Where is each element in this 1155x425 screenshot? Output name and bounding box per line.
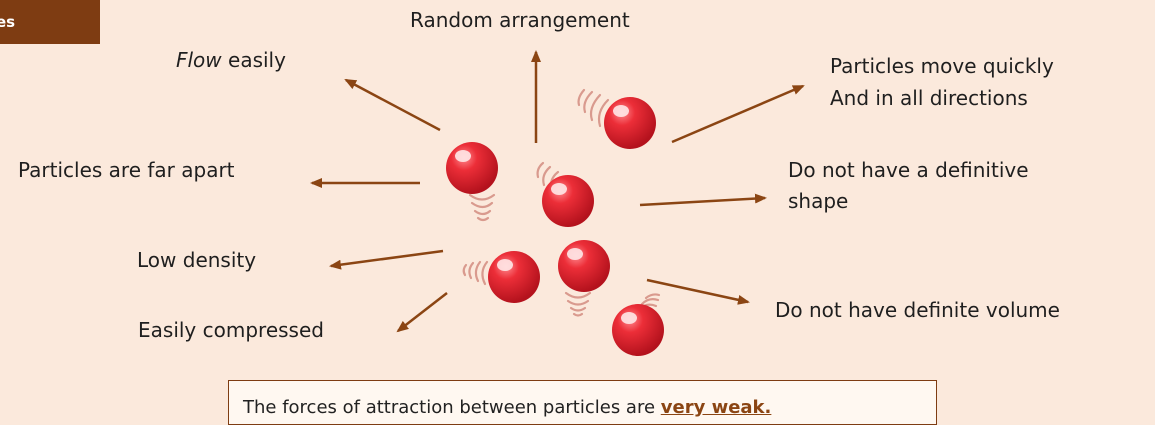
label-flow-easily: Flow easily (176, 48, 286, 72)
label-particles-move: Particles move quickly (830, 54, 1054, 78)
particle-6 (612, 304, 664, 356)
particle-5 (558, 240, 610, 292)
highlight-3 (551, 183, 567, 195)
label-far-apart: Particles are far apart (18, 158, 235, 182)
arrow-flow (346, 80, 440, 130)
motion-lines-4 (464, 262, 487, 284)
label-low-density: Low density (137, 248, 256, 272)
highlight-5 (567, 248, 583, 260)
label-no-volume: Do not have definite volume (775, 298, 1060, 322)
forces-note-text: The forces of attraction between particl… (243, 397, 661, 418)
arrow-volume (647, 280, 748, 302)
motion-lines-5 (566, 293, 590, 316)
motion-lines-2 (470, 195, 494, 220)
highlight-4 (497, 259, 513, 271)
highlight-1 (613, 105, 629, 117)
forces-note-emphasis: very weak. (661, 397, 772, 418)
label-all-directions: And in all directions (830, 86, 1028, 110)
label-random-arrangement: Random arrangement (410, 8, 630, 32)
arrow-shape (640, 198, 765, 205)
arrow-compressed (398, 293, 447, 331)
label-flow-emphasis: Flow (176, 48, 222, 72)
highlight-2 (455, 150, 471, 162)
highlight-6 (621, 312, 637, 324)
arrow-density (331, 251, 443, 266)
label-easily-compressed: Easily compressed (138, 318, 324, 342)
particle-2 (446, 142, 498, 194)
arrow-move (672, 86, 803, 142)
forces-note: The forces of attraction between particl… (228, 380, 937, 425)
particle-4 (488, 251, 540, 303)
particle-1 (604, 97, 656, 149)
label-no-shape-line2: shape (788, 189, 848, 213)
label-no-shape-line1: Do not have a definitive (788, 158, 1029, 182)
particle-3 (542, 175, 594, 227)
label-flow-rest: easily (222, 48, 286, 72)
motion-lines-1 (579, 90, 608, 126)
